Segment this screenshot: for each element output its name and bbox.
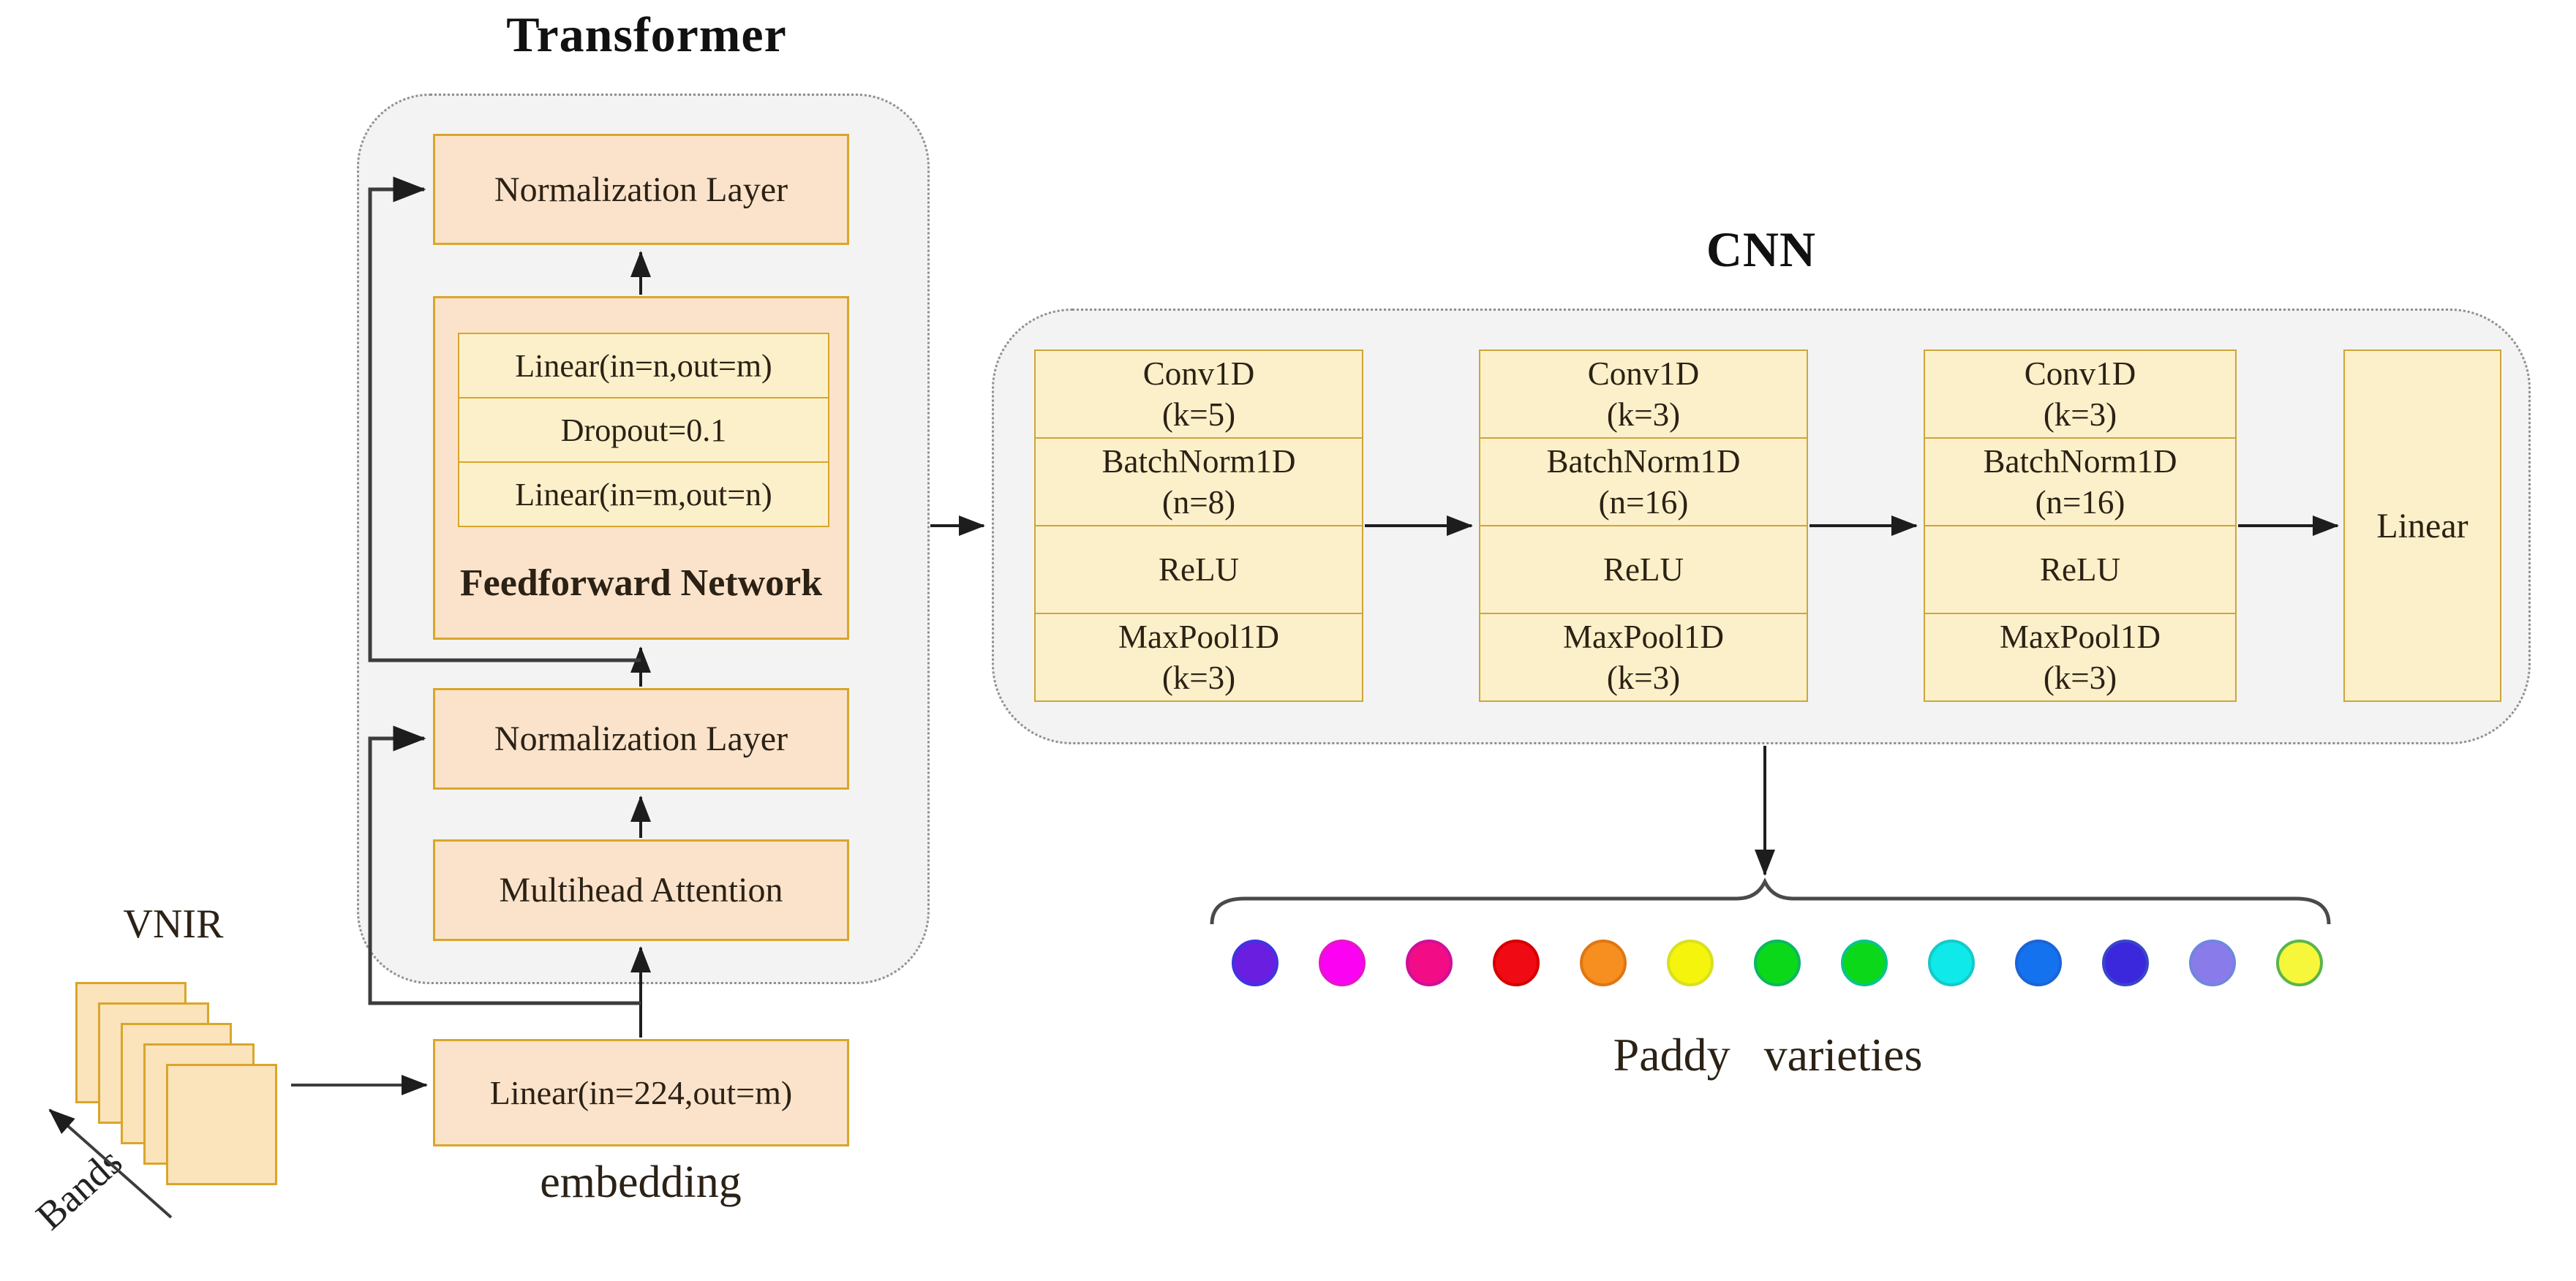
relu-cell: ReLU xyxy=(1925,525,2235,613)
paddy-variety-dot xyxy=(1232,940,1278,986)
output-brace xyxy=(1210,877,2331,925)
ffn-dropout-cell: Dropout=0.1 xyxy=(458,397,829,463)
batchnorm-cell: BatchNorm1D(n=16) xyxy=(1925,437,2235,525)
maxpool-cell: MaxPool1D(k=3) xyxy=(1480,613,1807,700)
ffn-dropout-label: Dropout=0.1 xyxy=(560,412,727,448)
feedforward-network-box: Linear(in=n,out=m) Dropout=0.1 Linear(in… xyxy=(433,296,849,640)
cnn-block-2: Conv1D(k=3) BatchNorm1D(n=16) ReLU MaxPo… xyxy=(1479,349,1808,702)
batchnorm-cell: BatchNorm1D(n=8) xyxy=(1036,437,1362,525)
cnn-linear-box: Linear xyxy=(2343,349,2501,702)
ffn-linear2-cell: Linear(in=m,out=n) xyxy=(458,461,829,527)
paddy-variety-dot xyxy=(1580,940,1627,986)
embedding-box: Linear(in=224,out=m) xyxy=(433,1039,849,1146)
embedding-box-label: Linear(in=224,out=m) xyxy=(489,1074,793,1111)
multihead-attention-box: Multihead Attention xyxy=(433,839,849,941)
paddy-variety-dot xyxy=(2015,940,2062,986)
normalization-layer-top-box: Normalization Layer xyxy=(433,134,849,245)
normalization-layer-bottom-box: Normalization Layer xyxy=(433,688,849,790)
paddy-variety-dot xyxy=(1667,940,1714,986)
transformer-title: Transformer xyxy=(506,7,787,62)
maxpool-cell: MaxPool1D(k=3) xyxy=(1036,613,1362,700)
batchnorm-cell: BatchNorm1D(n=16) xyxy=(1480,437,1807,525)
maxpool-cell: MaxPool1D(k=3) xyxy=(1925,613,2235,700)
cnn-block-1: Conv1D(k=5) BatchNorm1D(n=8) ReLU MaxPoo… xyxy=(1034,349,1363,702)
paddy-variety-dot xyxy=(2102,940,2149,986)
paddy-variety-dot xyxy=(1406,940,1453,986)
paddy-variety-dot xyxy=(1841,940,1888,986)
cnn-linear-label: Linear xyxy=(2376,506,2468,545)
ffn-linear1-cell: Linear(in=n,out=m) xyxy=(458,333,829,398)
paddy-variety-dot xyxy=(1493,940,1540,986)
conv1d-cell: Conv1D(k=5) xyxy=(1142,355,1255,433)
vnir-band-layer xyxy=(166,1064,277,1185)
paddy-variety-dot xyxy=(1928,940,1975,986)
paddy-varieties-caption: Paddy varieties xyxy=(1613,1029,1923,1081)
cnn-block-3: Conv1D(k=3) BatchNorm1D(n=16) ReLU MaxPo… xyxy=(1924,349,2237,702)
conv1d-cell: Conv1D(k=3) xyxy=(2024,355,2136,433)
paddy-variety-dot xyxy=(1319,940,1366,986)
ffn-linear2-label: Linear(in=m,out=n) xyxy=(515,476,772,513)
cnn-title: CNN xyxy=(1706,222,1817,277)
bands-axis-label: Bands xyxy=(27,1139,131,1239)
normalization-layer-top-label: Normalization Layer xyxy=(494,170,788,209)
paddy-variety-dot xyxy=(2189,940,2236,986)
paddy-variety-dot xyxy=(2276,940,2323,986)
vnir-title: VNIR xyxy=(123,902,224,947)
ffn-linear1-label: Linear(in=n,out=m) xyxy=(515,347,772,384)
relu-cell: ReLU xyxy=(1480,525,1807,613)
feedforward-network-label: Feedforward Network xyxy=(459,562,823,604)
relu-cell: ReLU xyxy=(1036,525,1362,613)
normalization-layer-bottom-label: Normalization Layer xyxy=(494,719,788,758)
conv1d-cell: Conv1D(k=3) xyxy=(1587,355,1700,433)
multihead-attention-label: Multihead Attention xyxy=(499,871,783,910)
embedding-caption: embedding xyxy=(540,1157,742,1207)
paddy-variety-dot xyxy=(1754,940,1801,986)
feedforward-cells: Linear(in=n,out=m) Dropout=0.1 Linear(in… xyxy=(458,333,829,527)
